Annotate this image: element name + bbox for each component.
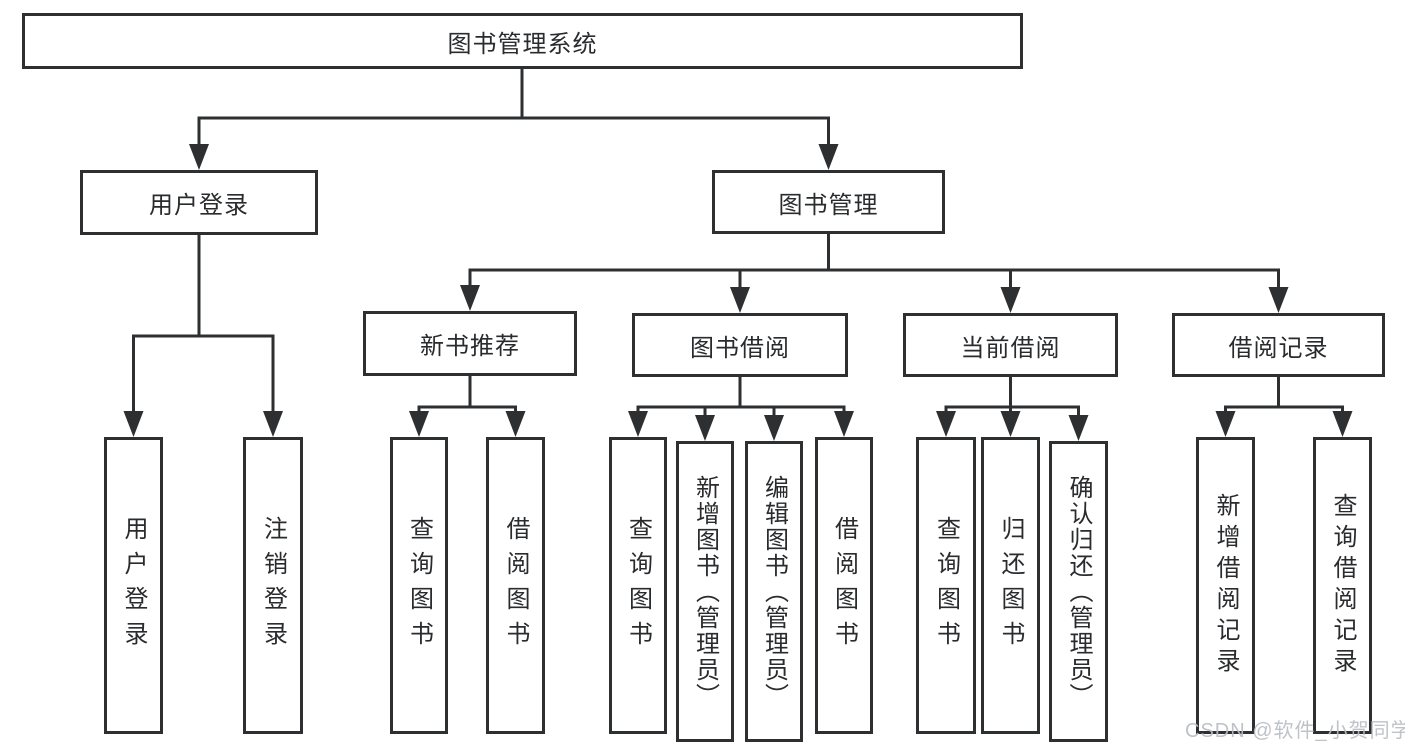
node-leaf-query-books-borrowing: 查询图书: [609, 437, 667, 734]
node-leaf-add-book-admin: 新增图书（管理员）: [676, 441, 734, 742]
node-user-login: 用户登录: [80, 170, 318, 235]
node-book-management-label: 图书管理: [778, 191, 879, 219]
node-leaf-add-borrow-record-label: 新增借阅记录: [1212, 492, 1239, 679]
node-new-book-recommend-label: 新书推荐: [420, 333, 520, 360]
node-leaf-borrow-books-borrowing-label: 借阅图书: [830, 515, 858, 656]
node-leaf-query-books-current-label: 查询图书: [932, 515, 960, 656]
node-book-borrowing: 图书借阅: [632, 313, 848, 377]
node-leaf-query-books-borrowing-label: 查询图书: [624, 515, 652, 656]
node-leaf-edit-book-admin: 编辑图书（管理员）: [745, 441, 803, 742]
node-library-management-system: 图书管理系统: [22, 13, 1023, 69]
node-leaf-query-books-recommend: 查询图书: [390, 437, 448, 734]
node-leaf-borrow-books-recommend: 借阅图书: [486, 437, 545, 734]
node-leaf-return-book-label: 归还图书: [997, 515, 1024, 656]
node-leaf-borrow-books-recommend-label: 借阅图书: [502, 515, 529, 656]
node-current-borrowing-label: 当前借阅: [960, 334, 1061, 362]
watermark: CSDN @软件_小贺同学: [1185, 720, 1405, 742]
node-leaf-user-login-label: 用户登录: [120, 515, 147, 656]
node-leaf-return-book: 归还图书: [981, 437, 1040, 734]
node-leaf-user-login: 用户登录: [104, 437, 163, 734]
node-leaf-edit-book-admin-label: 编辑图书（管理员）: [760, 474, 788, 709]
node-leaf-logout: 注销登录: [243, 437, 303, 734]
node-book-management: 图书管理: [712, 170, 945, 234]
node-borrowing-records: 借阅记录: [1172, 313, 1385, 377]
node-leaf-query-borrow-record-label: 查询借阅记录: [1329, 492, 1356, 679]
node-leaf-query-books-recommend-label: 查询图书: [405, 515, 433, 656]
node-current-borrowing: 当前借阅: [903, 313, 1118, 377]
node-leaf-query-borrow-record: 查询借阅记录: [1313, 437, 1372, 734]
node-leaf-borrow-books-borrowing: 借阅图书: [815, 437, 873, 734]
node-leaf-logout-label: 注销登录: [259, 515, 287, 656]
node-borrowing-records-label: 借阅记录: [1228, 334, 1329, 362]
node-library-management-system-label: 图书管理系统: [447, 30, 598, 58]
node-book-borrowing-label: 图书借阅: [690, 334, 790, 362]
node-leaf-add-borrow-record: 新增借阅记录: [1196, 437, 1255, 734]
node-leaf-query-books-current: 查询图书: [916, 437, 976, 734]
node-user-login-label: 用户登录: [149, 192, 249, 219]
arrowheads: [123, 144, 1353, 441]
node-leaf-confirm-return-admin-label: 确认归还（管理员）: [1065, 474, 1092, 709]
node-leaf-confirm-return-admin: 确认归还（管理员）: [1049, 441, 1108, 742]
node-leaf-add-book-admin-label: 新增图书（管理员）: [691, 474, 719, 709]
node-new-book-recommend: 新书推荐: [363, 311, 577, 376]
